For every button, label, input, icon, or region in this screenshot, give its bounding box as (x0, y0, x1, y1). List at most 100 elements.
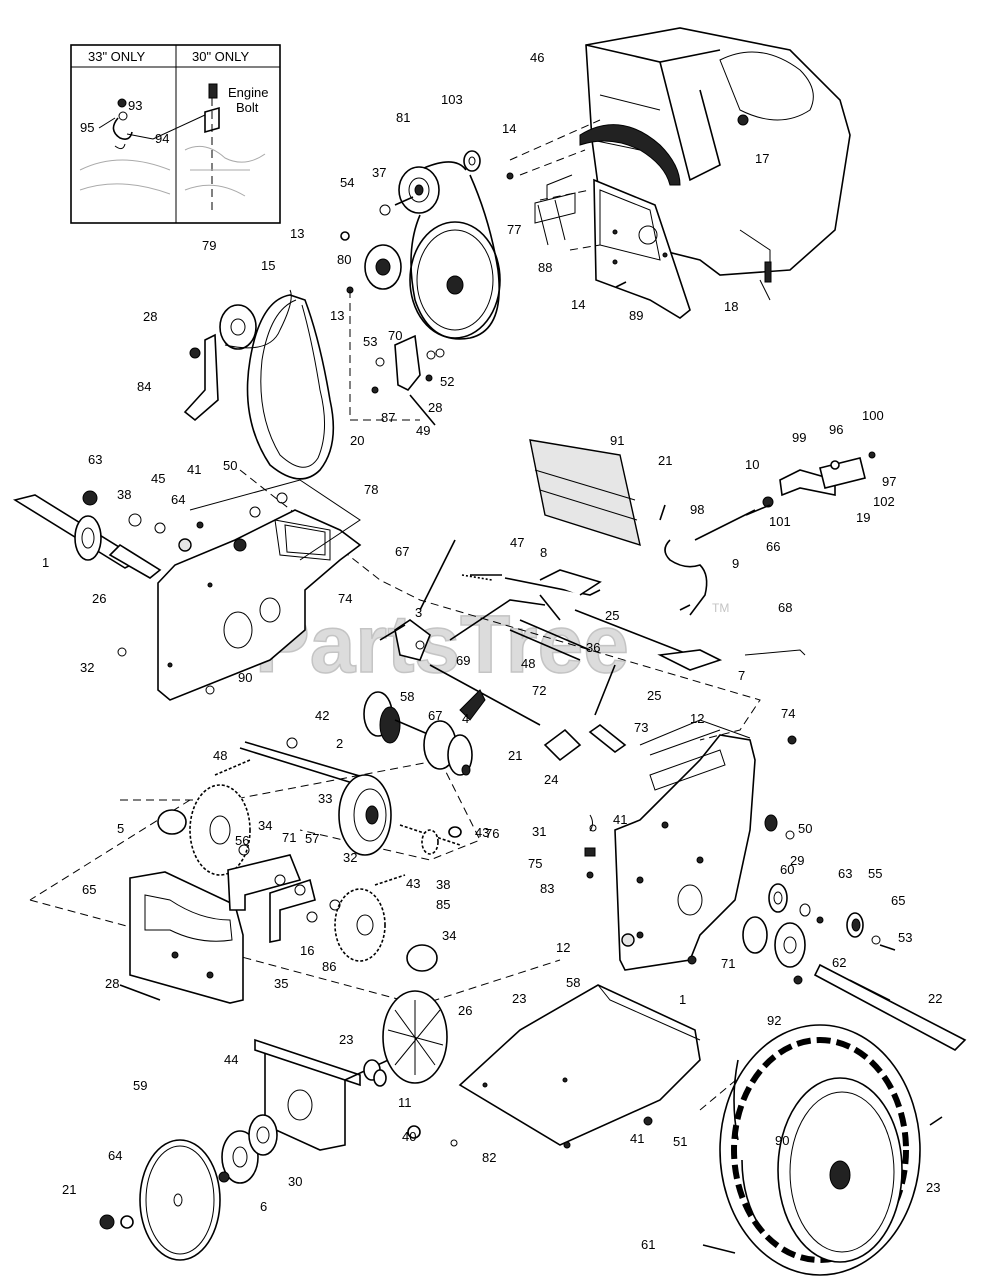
callout-label: 62 (832, 955, 846, 970)
inset-bolt-icon (208, 83, 218, 99)
callout-label: 57 (305, 831, 319, 846)
callout-label: 52 (440, 374, 454, 389)
callout-label: 51 (673, 1134, 687, 1149)
callout-label: 15 (261, 258, 275, 273)
callout-label: 26 (458, 1003, 472, 1018)
callout-label: 44 (224, 1052, 238, 1067)
callout-label: 29 (790, 853, 804, 868)
callout-label: 24 (544, 772, 558, 787)
callout-label: 2 (336, 736, 343, 751)
callout-label: 23 (512, 991, 526, 1006)
callout-label: 97 (882, 474, 896, 489)
callout-label: 70 (388, 328, 402, 343)
callout-label: 101 (769, 514, 791, 529)
inset-nut-icon (117, 98, 127, 108)
brackets-85-86 (119, 854, 318, 1004)
callout-label: 50 (223, 458, 237, 473)
callout-label: 91 (610, 433, 624, 448)
callout-label: 79 (202, 238, 216, 253)
belt-78 (246, 294, 335, 480)
callout-label: 46 (530, 50, 544, 65)
callout-label: 21 (62, 1182, 76, 1197)
callout-label: 88 (538, 260, 552, 275)
callout-label: 80 (337, 252, 351, 267)
callout-label: 56 (235, 833, 249, 848)
callout-label: 55 (868, 866, 882, 881)
inset-right-heading: 30" ONLY (192, 49, 249, 64)
callout-label: 3 (415, 605, 422, 620)
callout-label: 4 (462, 711, 469, 726)
callout-label: 1 (42, 555, 49, 570)
inset-label-94: 94 (155, 131, 169, 146)
callout-label: 100 (862, 408, 884, 423)
callout-label: 73 (634, 720, 648, 735)
drive-gears (157, 691, 473, 972)
callout-label: 28 (428, 400, 442, 415)
callout-label: 98 (690, 502, 704, 517)
upper-hardware (189, 172, 772, 394)
bracket-84 (183, 333, 219, 422)
callout-label: 74 (338, 591, 352, 606)
callout-label: 71 (282, 830, 296, 845)
callout-label: 64 (171, 492, 185, 507)
callout-label: 21 (508, 748, 522, 763)
watermark-text: PartsTree (255, 599, 629, 690)
callout-label: 36 (586, 640, 600, 655)
callout-label: 14 (502, 121, 516, 136)
callout-label: 9 (732, 556, 739, 571)
callout-label: 6 (260, 1199, 267, 1214)
callout-label: 41 (187, 462, 201, 477)
callout-label: 67 (395, 544, 409, 559)
callout-label: 31 (532, 824, 546, 839)
callout-label: 7 (738, 668, 745, 683)
callout-label: 74 (781, 706, 795, 721)
callout-label: 49 (416, 423, 430, 438)
callout-label: 32 (343, 850, 357, 865)
callout-label: 13 (330, 308, 344, 323)
callout-label: 103 (441, 92, 463, 107)
callout-label: 14 (571, 297, 585, 312)
callout-label: 63 (88, 452, 102, 467)
callout-label: 23 (339, 1032, 353, 1047)
callout-label: 32 (80, 660, 94, 675)
callout-label: 72 (532, 683, 546, 698)
callout-label: 58 (566, 975, 580, 990)
bearing-103 (463, 150, 481, 172)
callout-label: 89 (629, 308, 643, 323)
callout-label: 34 (442, 928, 456, 943)
callout-label: 66 (766, 539, 780, 554)
callout-label: 92 (767, 1013, 781, 1028)
callout-label: 37 (372, 165, 386, 180)
callout-label: 17 (755, 151, 769, 166)
inset-bracket-icon (204, 106, 220, 134)
callout-label: 22 (928, 991, 942, 1006)
callout-label: 53 (363, 334, 377, 349)
callout-label: 25 (605, 608, 619, 623)
callout-label: 99 (792, 430, 806, 445)
watermark-tm: TM (712, 601, 729, 615)
callout-label: 45 (151, 471, 165, 486)
callout-label: 90 (238, 670, 252, 685)
bracket-87 (394, 334, 421, 392)
callout-label: 54 (340, 175, 354, 190)
callout-label: 48 (521, 656, 535, 671)
callout-label: 41 (613, 812, 627, 827)
callout-label: 90 (775, 1133, 789, 1148)
callout-label: 86 (322, 959, 336, 974)
callout-label: 67 (428, 708, 442, 723)
callout-label: 81 (396, 110, 410, 125)
callout-label: 77 (507, 222, 521, 237)
callout-label: 28 (105, 976, 119, 991)
callout-label: 34 (258, 818, 272, 833)
callout-label: 43 (406, 876, 420, 891)
inset-label-93: 93 (128, 98, 142, 113)
watermark: PartsTree TM (254, 598, 729, 691)
callout-label: 38 (117, 487, 131, 502)
callout-label: 23 (926, 1180, 940, 1195)
tire-assembly (702, 1024, 943, 1276)
callout-label: 82 (482, 1150, 496, 1165)
callout-label: 83 (540, 881, 554, 896)
callout-label: 60 (780, 862, 794, 877)
callout-label: 30 (288, 1174, 302, 1189)
